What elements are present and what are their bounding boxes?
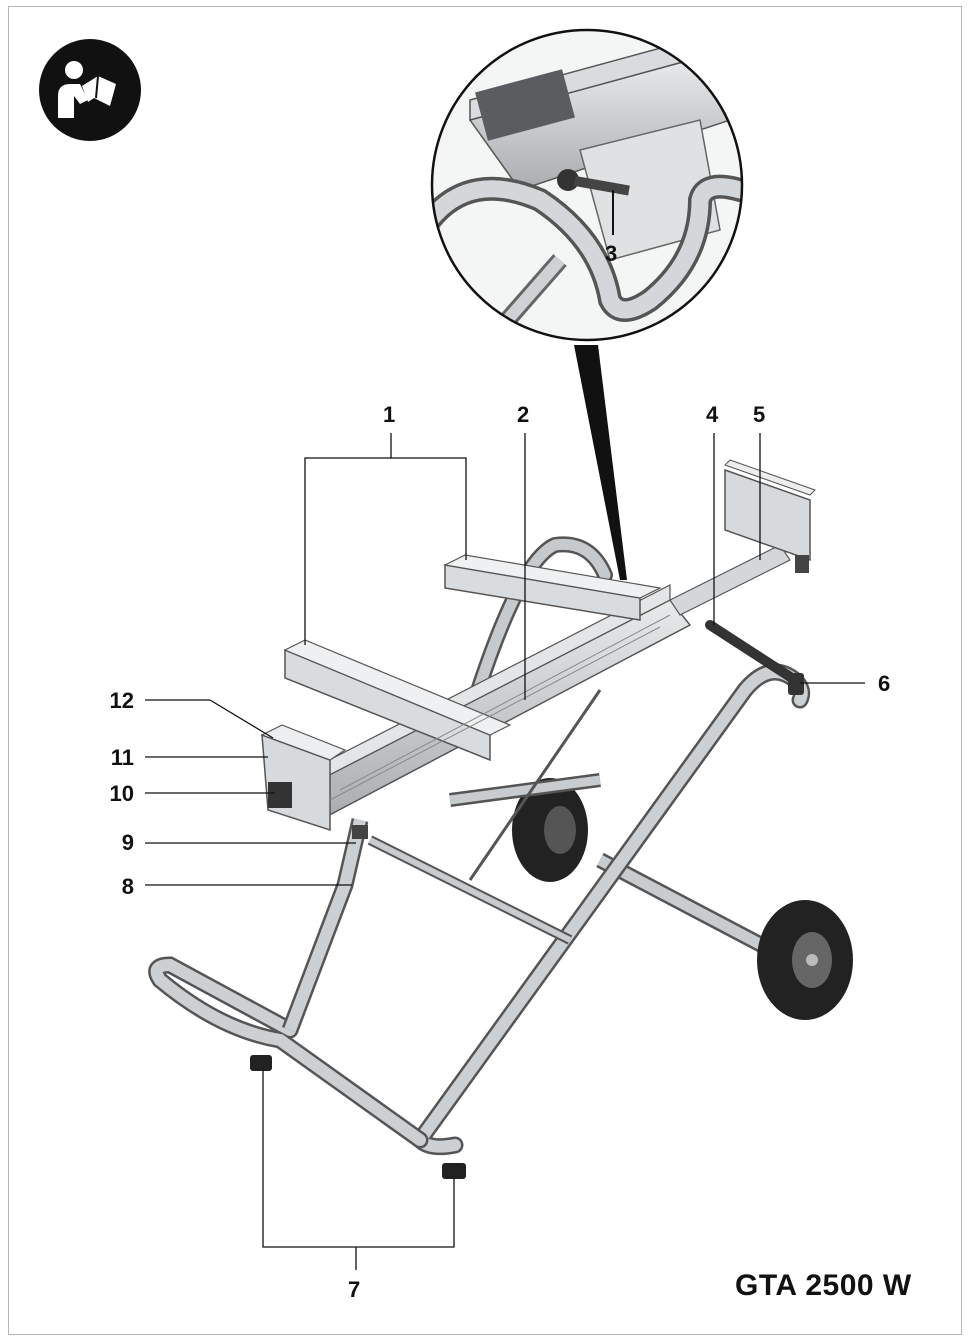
callout-4-label: 4 <box>706 402 719 427</box>
leader-lines <box>145 433 865 1270</box>
callout-12-label: 12 <box>109 688 134 713</box>
callout-3-label: 3 <box>605 241 618 266</box>
read-manual-icon <box>39 39 141 141</box>
stand-frame <box>148 459 853 1179</box>
foot-left <box>250 1055 272 1071</box>
detail-loupe <box>430 28 744 342</box>
callout-8-label: 8 <box>121 874 134 899</box>
callout-2-label: 2 <box>517 402 530 427</box>
callout-11-label: 11 <box>110 745 134 770</box>
callout-7-label: 7 <box>348 1277 361 1302</box>
callout-10-label: 10 <box>109 781 134 806</box>
callout-5-label: 5 <box>753 402 766 427</box>
model-name: GTA 2500 W <box>735 1269 912 1302</box>
page-border <box>8 6 962 1335</box>
callout-9-label: 9 <box>121 830 134 855</box>
foot-right <box>442 1163 466 1179</box>
callout-6-label: 6 <box>878 671 891 696</box>
loupe-pointer <box>574 345 627 580</box>
callout-1-label: 1 <box>383 402 396 427</box>
